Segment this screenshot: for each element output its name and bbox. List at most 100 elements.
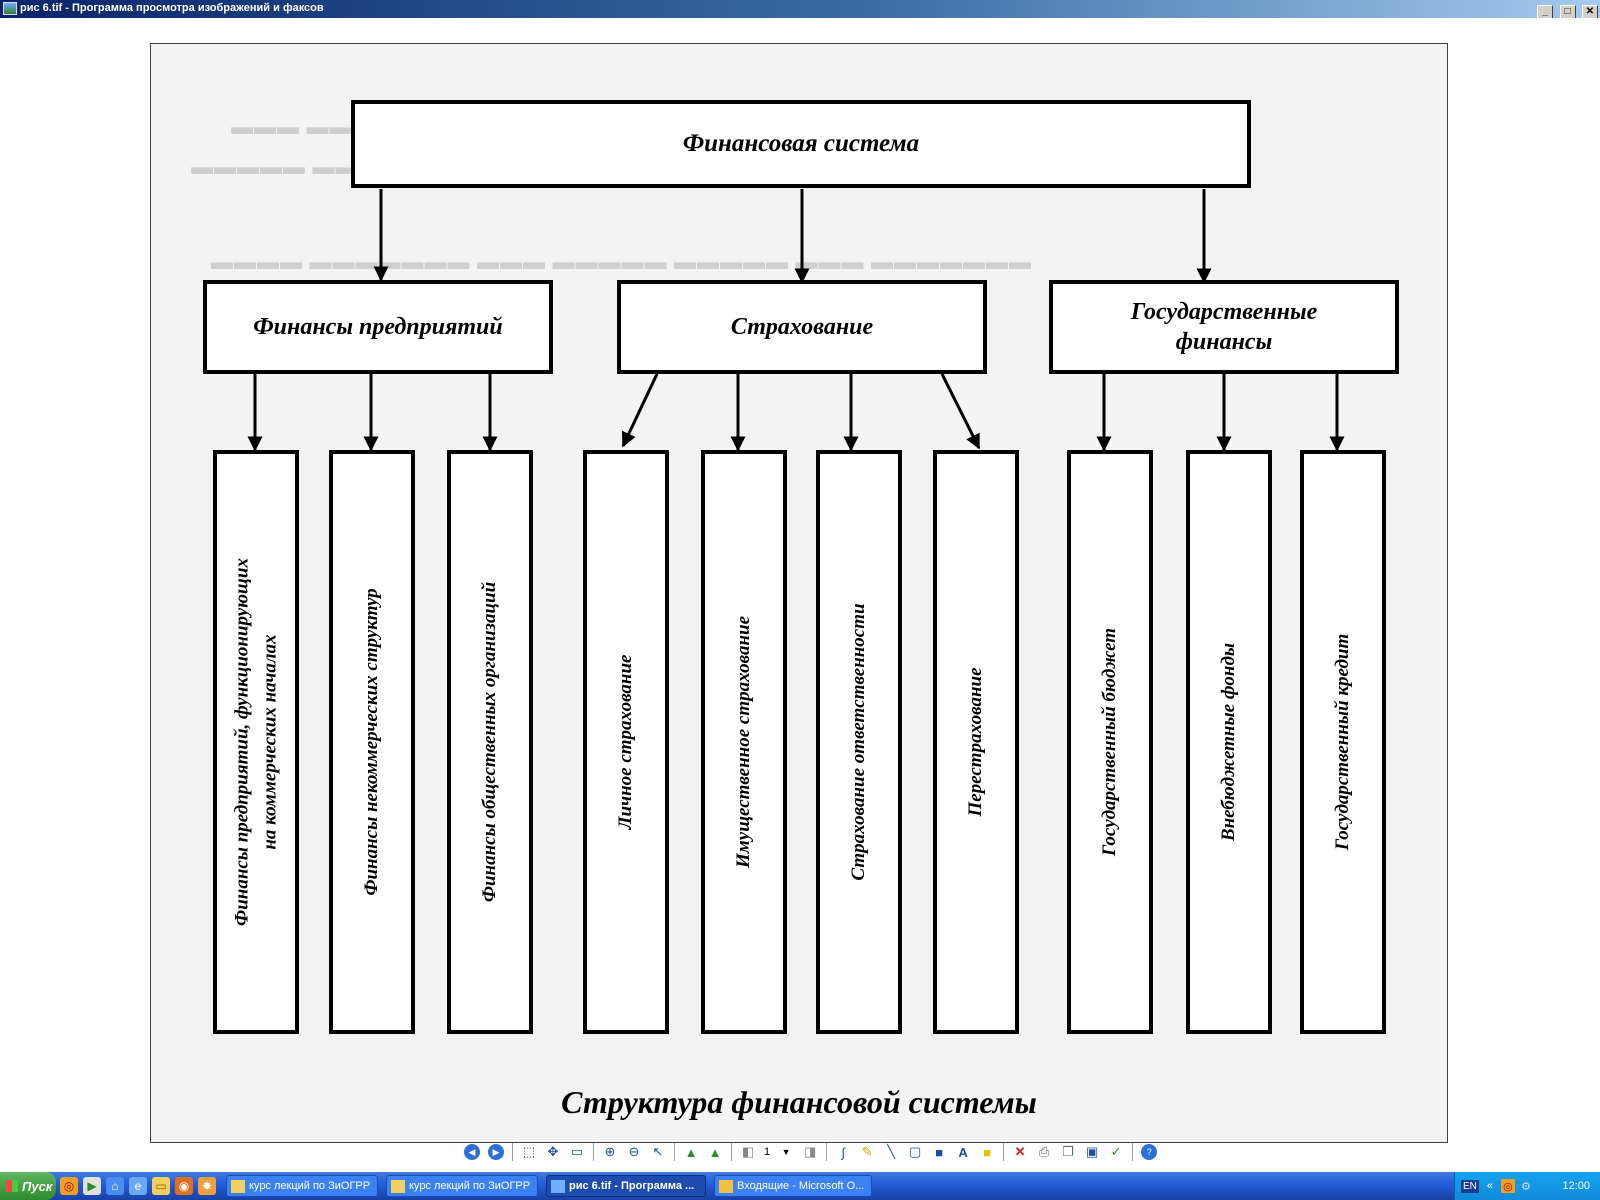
opera-icon[interactable]: ◎: [60, 1177, 78, 1195]
rotate-clockwise-icon[interactable]: ▲: [684, 1144, 698, 1160]
page-dropdown-icon[interactable]: ▼: [781, 1147, 791, 1157]
toolbar-separator: [593, 1143, 594, 1161]
folder-icon[interactable]: ▭: [152, 1177, 170, 1195]
window-title-bar[interactable]: рис 6.tif - Программа просмотра изображе…: [0, 0, 1600, 19]
folder-icon: [391, 1179, 405, 1193]
pointer-icon[interactable]: ↖: [652, 1144, 664, 1159]
media-player-icon[interactable]: ▶: [83, 1177, 101, 1195]
taskbar-item-active[interactable]: рис 6.tif - Программа ...: [546, 1175, 706, 1197]
toolbar-separator: [731, 1143, 732, 1161]
language-indicator[interactable]: EN: [1461, 1179, 1479, 1193]
branch-box-enterprise-finance: Финансы предприятий: [203, 280, 553, 374]
taskbar-item[interactable]: курс лекций по ЗиОГРР: [226, 1175, 378, 1197]
windows-logo-icon: [6, 1180, 18, 1192]
minimize-button[interactable]: _: [1537, 5, 1554, 19]
window-title: рис 6.tif - Программа просмотра изображе…: [20, 2, 324, 14]
close-button[interactable]: ✕: [1582, 5, 1598, 19]
image-viewer-area: ▬▬▬ ▬▬▬▬ ▬▬▬▬▬ ▬▬▬▬▬▬ ▬▬▬▬ ▬▬▬▬▬ ▬▬▬▬ ▬▬…: [0, 18, 1600, 1143]
delete-icon[interactable]: ✕: [1014, 1144, 1026, 1159]
branch-label: Страхование: [730, 314, 874, 340]
leaf-box: Финансы предприятий, функционирующих на …: [213, 450, 299, 1034]
program-icon[interactable]: ✸: [198, 1177, 216, 1195]
leaf-label: Имущественное страхование: [733, 615, 755, 869]
branch-box-insurance: Страхование: [617, 280, 987, 374]
save-icon[interactable]: ▣: [1085, 1144, 1099, 1159]
leaf-label: Страхование ответственности: [848, 603, 870, 881]
rotate-counterclockwise-icon[interactable]: ▲: [708, 1144, 722, 1160]
branch-label: Государственные финансы: [1130, 299, 1318, 355]
toolbar-separator: [674, 1143, 675, 1161]
leaf-box: Перестрахование: [933, 450, 1019, 1034]
actual-size-icon[interactable]: ✥: [547, 1144, 559, 1159]
start-label: Пуск: [22, 1178, 53, 1194]
viewer-toolbar: ◀ ▶ ⬚ ✥ ▭ ⊕ ⊖ ↖ ▲ ▲ ◧ 1 ▼ ◨ ∫ ✎ ╲ ▢ ■ A …: [460, 1140, 1161, 1164]
freehand-icon[interactable]: ∫: [841, 1144, 845, 1160]
leaf-box: Страхование ответственности: [816, 450, 902, 1034]
leaf-box: Внебюджетные фонды: [1186, 450, 1272, 1034]
opera-tray-icon[interactable]: ◎: [1500, 1179, 1515, 1193]
leaf-box: Государственный бюджет: [1067, 450, 1153, 1034]
leaf-label: Финансы общественных организаций: [479, 581, 501, 903]
folder-icon: [231, 1179, 245, 1193]
firefox-icon[interactable]: ◉: [175, 1177, 193, 1195]
note-icon[interactable]: ■: [983, 1144, 992, 1160]
hollow-rect-icon[interactable]: ▢: [908, 1144, 922, 1159]
next-image-icon[interactable]: ▶: [488, 1144, 504, 1160]
taskbar-item[interactable]: курс лекций по ЗиОГРР: [386, 1175, 538, 1197]
filled-rect-icon[interactable]: ■: [935, 1144, 944, 1160]
leaf-label: Внебюджетные фонды: [1218, 642, 1240, 842]
leaf-label: Государственный кредит: [1332, 633, 1354, 851]
expand-tray-icon[interactable]: «: [1486, 1180, 1493, 1192]
taskbar-item-label: рис 6.tif - Программа ...: [569, 1180, 695, 1192]
system-tray: EN « ◎ ⚙ 12:00: [1454, 1172, 1600, 1200]
highlight-icon[interactable]: ✎: [861, 1144, 873, 1159]
best-fit-icon[interactable]: ⬚: [522, 1144, 536, 1159]
text-icon[interactable]: A: [958, 1144, 968, 1160]
taskbar-item-label: курс лекций по ЗиОГРР: [249, 1180, 371, 1192]
toolbar-separator: [1003, 1143, 1005, 1161]
page-number[interactable]: 1: [764, 1146, 771, 1158]
app-icon: [3, 2, 17, 15]
internet-explorer-icon[interactable]: e: [129, 1177, 147, 1195]
network-tray-icon[interactable]: ⚙: [1520, 1180, 1531, 1193]
image-viewer-icon: [551, 1179, 565, 1193]
root-box: Финансовая система: [351, 100, 1251, 188]
edit-icon[interactable]: ✓: [1110, 1144, 1122, 1159]
taskbar: Пуск ◎ ▶ ⌂ e ▭ ◉ ✸ курс лекций по ЗиОГРР…: [0, 1172, 1600, 1200]
next-page-icon[interactable]: ◨: [803, 1144, 817, 1159]
leaf-label: Финансы предприятий, функционирующих на …: [231, 558, 280, 926]
root-label: Финансовая система: [682, 130, 920, 158]
toolbar-separator: [1132, 1143, 1134, 1161]
outlook-icon: [719, 1179, 733, 1193]
toolbar-separator: [512, 1143, 513, 1161]
toolbar-separator: [826, 1143, 828, 1161]
leaf-box: Государственный кредит: [1300, 450, 1386, 1034]
diagram-caption: Структура финансовой системы: [561, 1084, 1037, 1120]
line-icon[interactable]: ╲: [887, 1144, 896, 1159]
slideshow-icon[interactable]: ▭: [570, 1144, 584, 1159]
quick-launch: ◎ ▶ ⌂ e ▭ ◉ ✸: [60, 1177, 221, 1195]
print-icon[interactable]: ⎙: [1038, 1144, 1050, 1159]
leaf-box: Финансы общественных организаций: [447, 450, 533, 1034]
taskbar-item-label: курс лекций по ЗиОГРР: [409, 1180, 531, 1192]
connector-arrows: [247, 189, 1345, 452]
maximize-button[interactable]: □: [1559, 5, 1576, 19]
taskbar-item[interactable]: Входящие - Microsoft O...: [714, 1175, 872, 1197]
zoom-in-icon[interactable]: ⊕: [604, 1144, 616, 1159]
taskbar-item-label: Входящие - Microsoft O...: [737, 1180, 865, 1192]
explorer-icon[interactable]: ⌂: [106, 1177, 124, 1195]
clock: 12:00: [1562, 1180, 1590, 1192]
branch-label: Финансы предприятий: [253, 314, 503, 340]
start-button[interactable]: Пуск: [0, 1172, 56, 1200]
leaf-box: Имущественное страхование: [701, 450, 787, 1034]
scanned-image[interactable]: ▬▬▬ ▬▬▬▬ ▬▬▬▬▬ ▬▬▬▬▬▬ ▬▬▬▬ ▬▬▬▬▬ ▬▬▬▬ ▬▬…: [150, 43, 1448, 1143]
leaf-box: Личное страхование: [583, 450, 669, 1034]
copy-icon[interactable]: ❐: [1062, 1144, 1074, 1159]
previous-page-icon[interactable]: ◧: [741, 1144, 755, 1159]
prev-image-icon[interactable]: ◀: [464, 1144, 480, 1160]
window-controls: _ □ ✕: [1535, 1, 1598, 19]
leaf-label: Государственный бюджет: [1099, 627, 1121, 857]
help-icon[interactable]: ?: [1141, 1144, 1158, 1160]
branch-box-state-finance: Государственные финансы: [1049, 280, 1399, 374]
zoom-out-icon[interactable]: ⊖: [628, 1144, 640, 1159]
